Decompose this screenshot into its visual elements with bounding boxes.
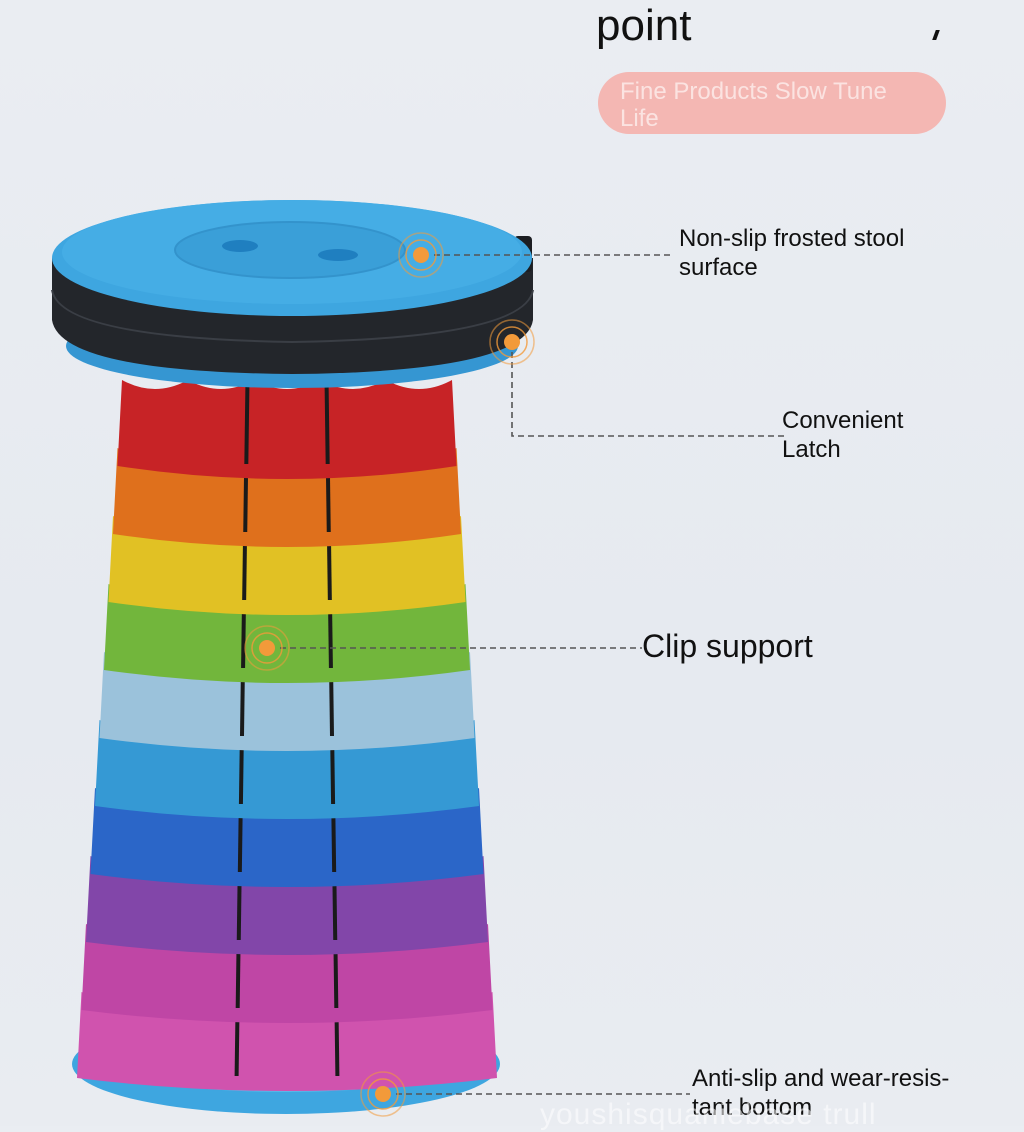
callout-clip: Clip support [642,628,813,664]
callout-dot-ring-bottom [360,1071,406,1117]
slogan-badge: Fine Products Slow Tune Life [598,72,946,134]
callout-bottom-line-1: Anti-slip and wear-resis- [692,1065,950,1092]
seat-hole-left [222,240,258,252]
callout-dot-core-surface [413,247,429,263]
callout-surface: Non-slip frosted stool surface [679,224,904,282]
callout-dot-icon [398,232,444,278]
callout-dot-icon [244,625,290,671]
seat-hole-right [318,249,358,261]
callout-dot-ring-latch [489,319,535,365]
tier-shade-1 [117,380,457,479]
tier-slot-1-2 [324,385,330,465]
callout-surface-line-1: Non-slip frosted stool [679,225,905,252]
callout-dot-core-clip [259,640,275,656]
callout-dot-ring-clip [244,625,290,671]
callout-dot-ring-bottom [367,1078,399,1110]
callout-dot-core-bottom [375,1086,391,1102]
callout-latch: Convenient Latch [782,406,903,464]
callout-latch-line-2: Latch [782,436,841,463]
callout-dot-core-latch [504,334,520,350]
callout-dot-ring-surface [398,232,444,278]
callout-dot-icon [489,319,535,365]
callout-dot-ring-latch [496,326,528,358]
callout-surface-line-2: surface [679,254,758,281]
tier-slot-1-1 [244,385,250,465]
callout-dot-ring-clip [251,632,283,664]
callout-latch-line-1: Convenient [782,407,904,434]
tier-1 [117,380,457,479]
stool-tiers [77,380,497,1091]
leader-line-latch [511,342,784,437]
callout-bottom: Anti-slip and wear-resis- tant bottom [692,1064,949,1122]
page-heading: point [596,1,692,50]
callout-bottom-line-2: tant bottom [692,1094,813,1121]
watermark: youshisquaniebase trull [540,1098,877,1131]
callout-dot-icon [360,1071,406,1117]
callout-dot-ring-surface [405,239,437,271]
